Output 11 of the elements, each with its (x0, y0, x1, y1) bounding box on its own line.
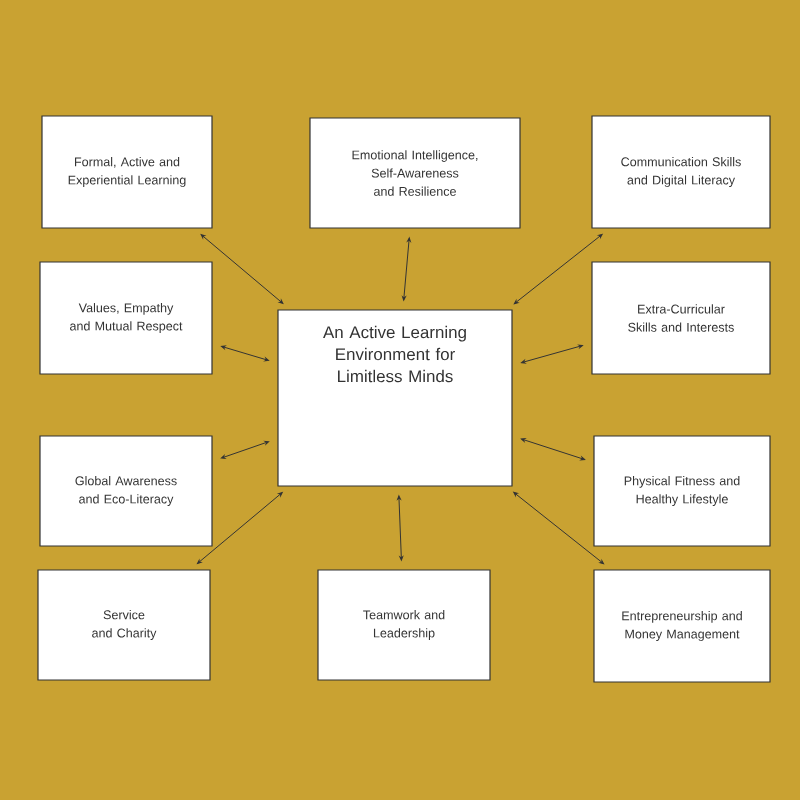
arrow (397, 495, 404, 561)
arrow (513, 491, 605, 565)
arrow (220, 440, 270, 459)
arrow (197, 492, 283, 564)
arrow (402, 237, 411, 301)
arrow (200, 234, 284, 304)
center-box: An Active Learning Environment for Limitless Minds (277, 309, 513, 487)
arrow (520, 438, 586, 461)
arrow (513, 233, 603, 305)
arrow (221, 345, 269, 362)
arrow (521, 344, 583, 364)
